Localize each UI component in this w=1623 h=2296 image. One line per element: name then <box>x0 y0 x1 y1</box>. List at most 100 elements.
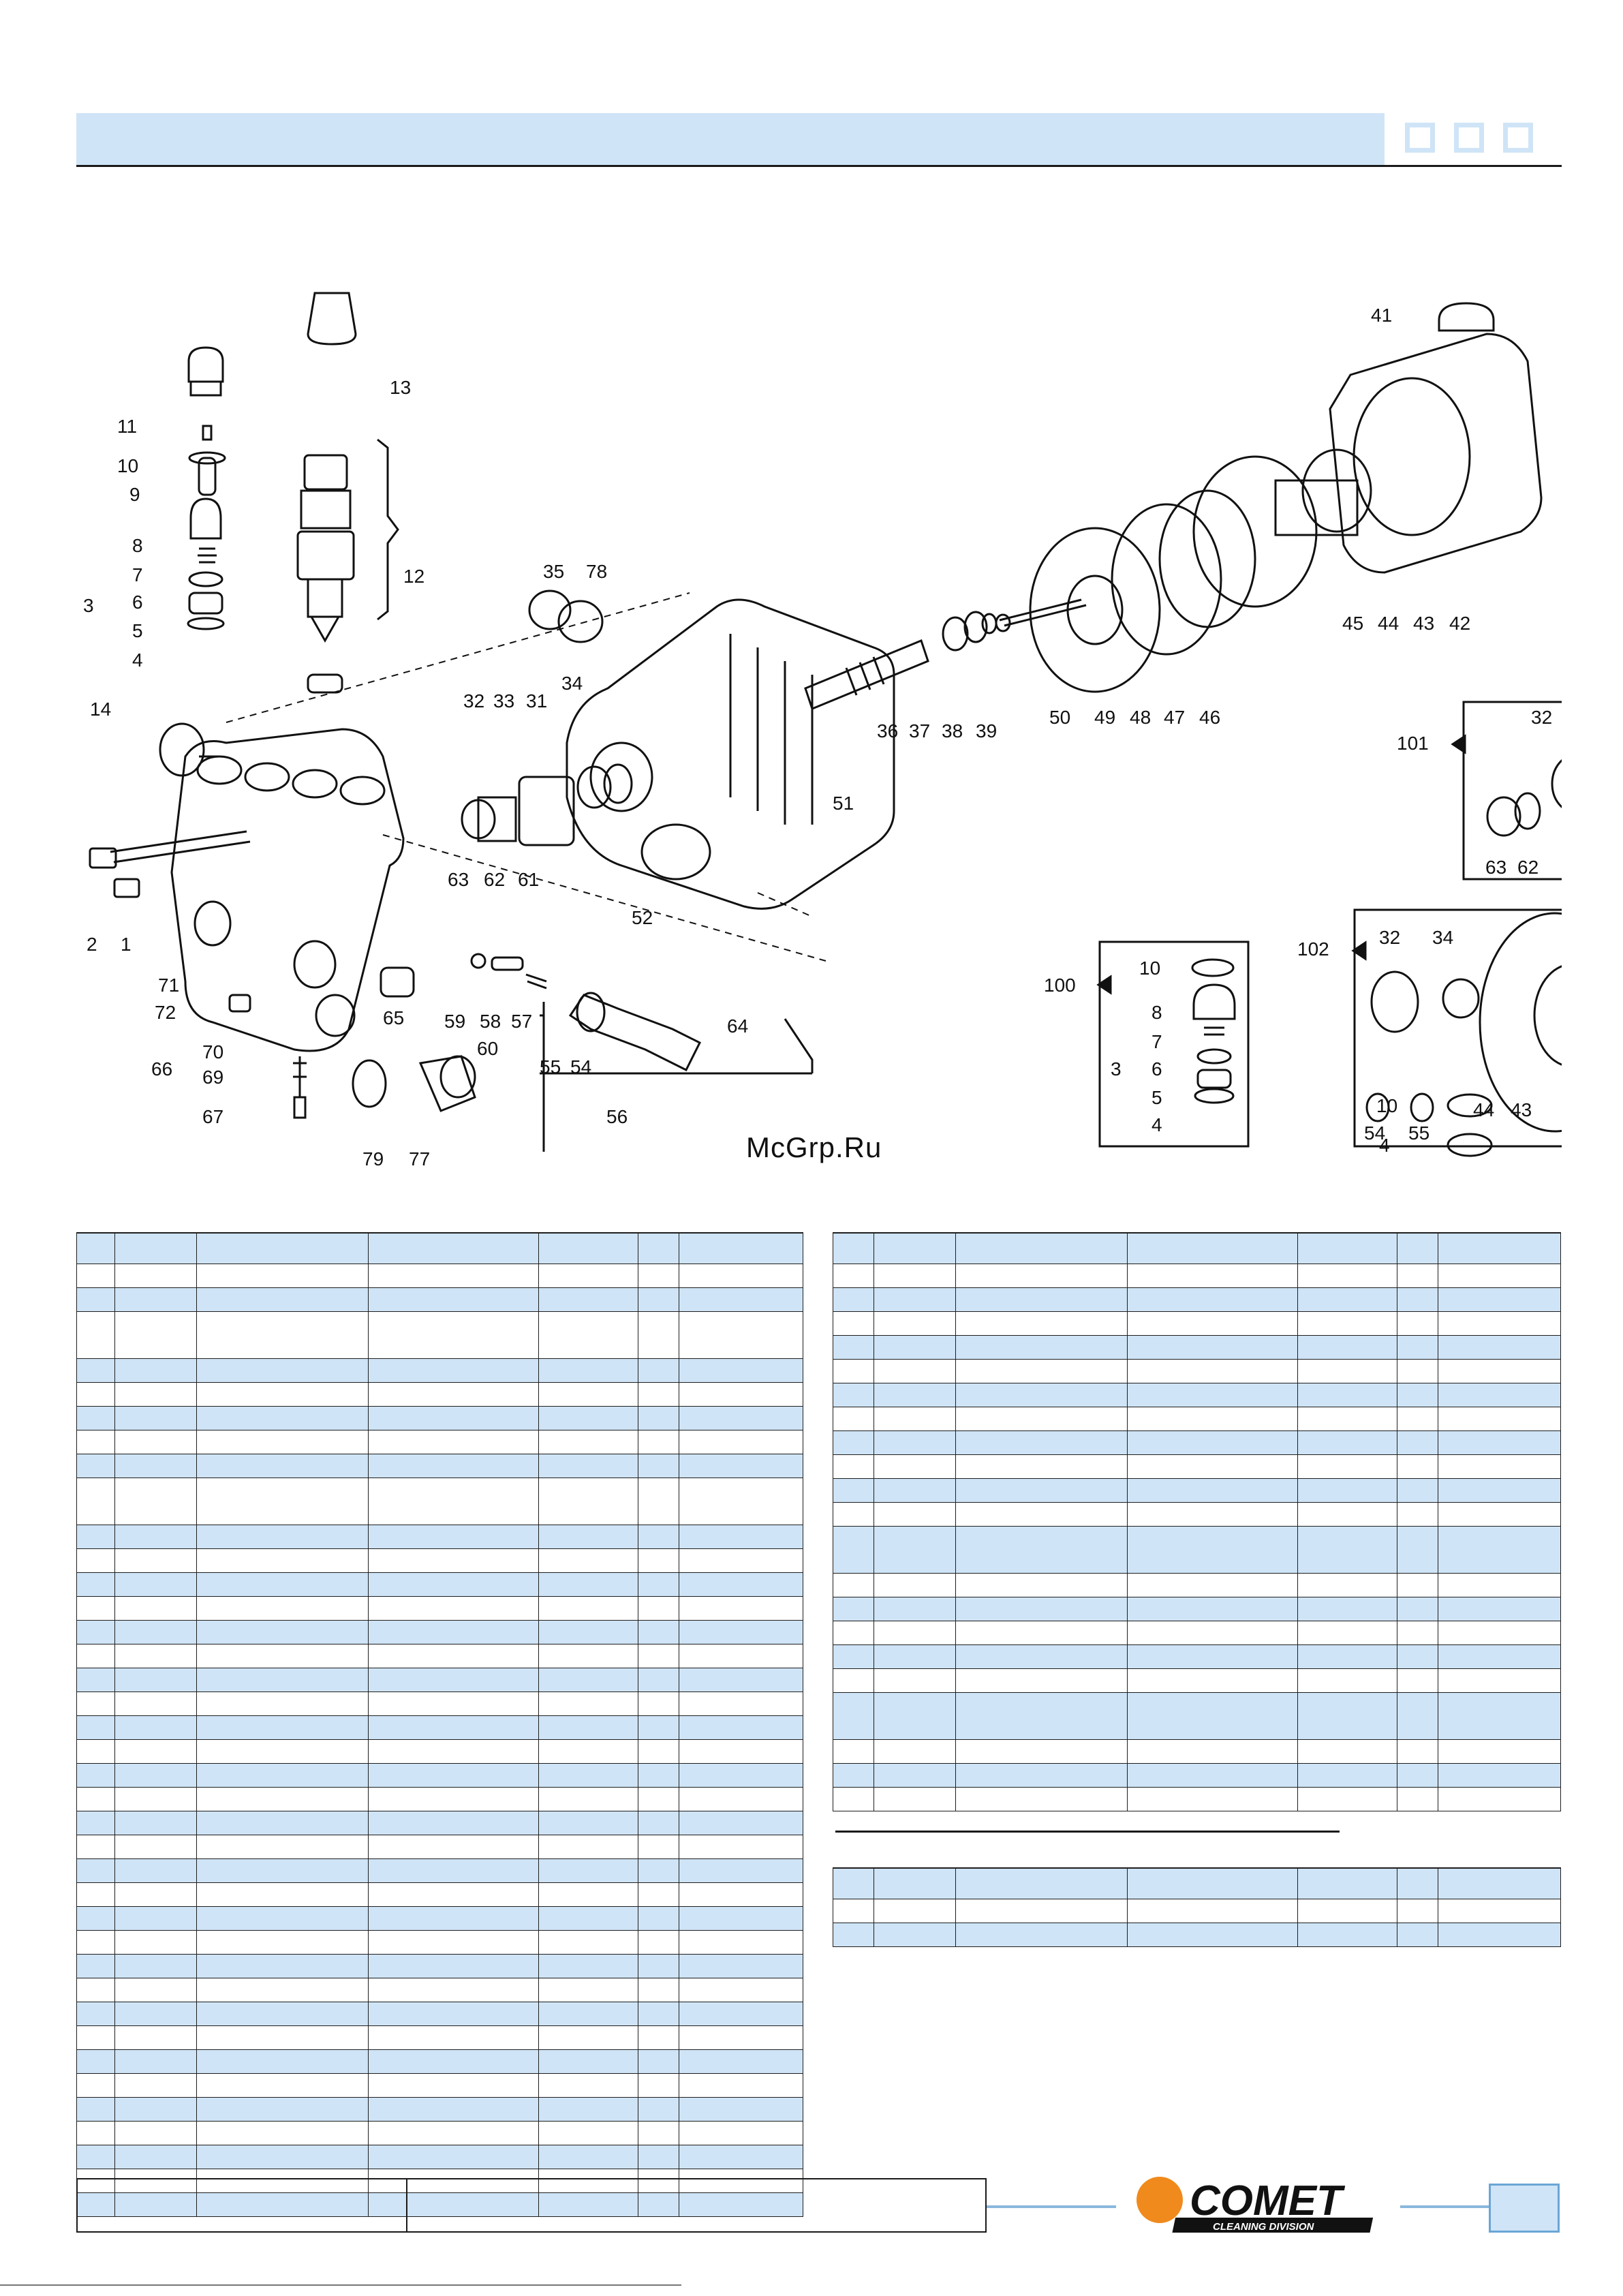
table-cell <box>368 1739 539 1764</box>
label-7: 7 <box>132 564 143 585</box>
table-row <box>833 1502 1561 1527</box>
table-cell <box>1297 1335 1397 1360</box>
header-cell <box>955 1867 1128 1899</box>
label-42: 42 <box>1449 613 1470 634</box>
table-cell <box>874 1573 956 1597</box>
table-cell <box>874 1311 956 1336</box>
header-cell <box>874 1867 956 1899</box>
table-cell <box>1438 1739 1561 1764</box>
table-cell <box>114 1644 197 1668</box>
table-cell <box>368 1430 539 1454</box>
table-cell <box>679 1858 803 1883</box>
header-cell <box>679 1232 803 1264</box>
table-row <box>833 1923 1561 1947</box>
table-cell <box>368 1548 539 1573</box>
table-cell <box>874 1287 956 1312</box>
table-cell <box>196 1858 369 1883</box>
table-cell <box>196 2145 369 2169</box>
table-cell <box>679 1930 803 1955</box>
label-55: 55 <box>540 1056 561 1077</box>
label-37: 37 <box>909 720 930 741</box>
table-row <box>76 1739 803 1764</box>
table-cell <box>368 1930 539 1955</box>
table-cell <box>1438 1621 1561 1645</box>
table-cell <box>114 1620 197 1644</box>
table-cell <box>679 1835 803 1859</box>
table-cell <box>196 2025 369 2050</box>
label-8: 8 <box>132 535 143 556</box>
label-100: 100 <box>1044 975 1076 996</box>
label-100-7: 7 <box>1151 1031 1162 1052</box>
table-cell <box>1127 1787 1298 1811</box>
table-row <box>76 1715 803 1740</box>
table-cell <box>196 1430 369 1454</box>
table-cell <box>955 1739 1128 1764</box>
table-cell <box>1127 1502 1298 1527</box>
table-cell <box>1297 1502 1397 1527</box>
table-cell <box>76 1644 115 1668</box>
header-cell <box>76 1232 115 1264</box>
table-cell <box>1127 1526 1298 1574</box>
table-row <box>833 1478 1561 1503</box>
table-cell <box>538 1454 638 1478</box>
table-cell <box>368 2025 539 2050</box>
table-cell <box>114 2169 197 2193</box>
header-cell <box>1297 1232 1397 1264</box>
table-cell <box>955 1763 1128 1788</box>
table-cell <box>76 1906 115 1931</box>
table-cell <box>114 2025 197 2050</box>
label-59: 59 <box>444 1011 465 1032</box>
header-cell <box>1397 1867 1438 1899</box>
table-cell <box>679 2192 803 2217</box>
table-cell <box>955 1502 1128 1527</box>
table-cell <box>874 1359 956 1383</box>
table-cell <box>196 1572 369 1597</box>
table-cell <box>874 1597 956 1621</box>
table-cell <box>368 1572 539 1597</box>
label-100-10: 10 <box>1139 958 1160 979</box>
table-cell <box>679 2169 803 2193</box>
header-cell <box>538 1232 638 1264</box>
label-64: 64 <box>727 1015 748 1037</box>
table-cell <box>874 1454 956 1479</box>
header-rule <box>76 165 1562 167</box>
table-cell <box>1297 1454 1397 1479</box>
table-cell <box>114 1787 197 1811</box>
label-100-6: 6 <box>1151 1058 1162 1080</box>
table-cell <box>1127 1644 1298 1669</box>
table-cell <box>679 1478 803 1525</box>
table-cell <box>538 1787 638 1811</box>
table-cell <box>538 1478 638 1525</box>
table-cell <box>833 1454 874 1479</box>
table-cell <box>1438 1430 1561 1455</box>
table-cell <box>638 2097 679 2122</box>
table-cell <box>1397 1264 1438 1288</box>
table-cell <box>1438 1407 1561 1431</box>
label-66: 66 <box>151 1058 172 1080</box>
label-45: 45 <box>1342 613 1363 634</box>
table-cell <box>76 1835 115 1859</box>
footer-line-right <box>1400 2205 1489 2208</box>
table-row <box>76 1692 803 1716</box>
table-cell <box>874 1668 956 1693</box>
table-cell <box>1397 1335 1438 1360</box>
table-cell <box>833 1502 874 1527</box>
page-number-box <box>1489 2184 1560 2233</box>
table-cell <box>538 1287 638 1312</box>
table-cell <box>874 1502 956 1527</box>
table-cell <box>1127 1739 1298 1764</box>
table-cell <box>1297 1478 1397 1503</box>
table-cell <box>76 2097 115 2122</box>
table-row <box>76 1264 803 1288</box>
table-cell <box>638 2073 679 2098</box>
table-row <box>76 1644 803 1668</box>
table-cell <box>196 1454 369 1478</box>
table-cell <box>114 1430 197 1454</box>
table-cell <box>1297 1692 1397 1740</box>
table-cell <box>196 1692 369 1716</box>
table-header-row <box>833 1867 1561 1899</box>
table-row <box>833 1597 1561 1621</box>
table-cell <box>833 1430 874 1455</box>
table-cell <box>955 1383 1128 1407</box>
table-cell <box>538 1954 638 1978</box>
